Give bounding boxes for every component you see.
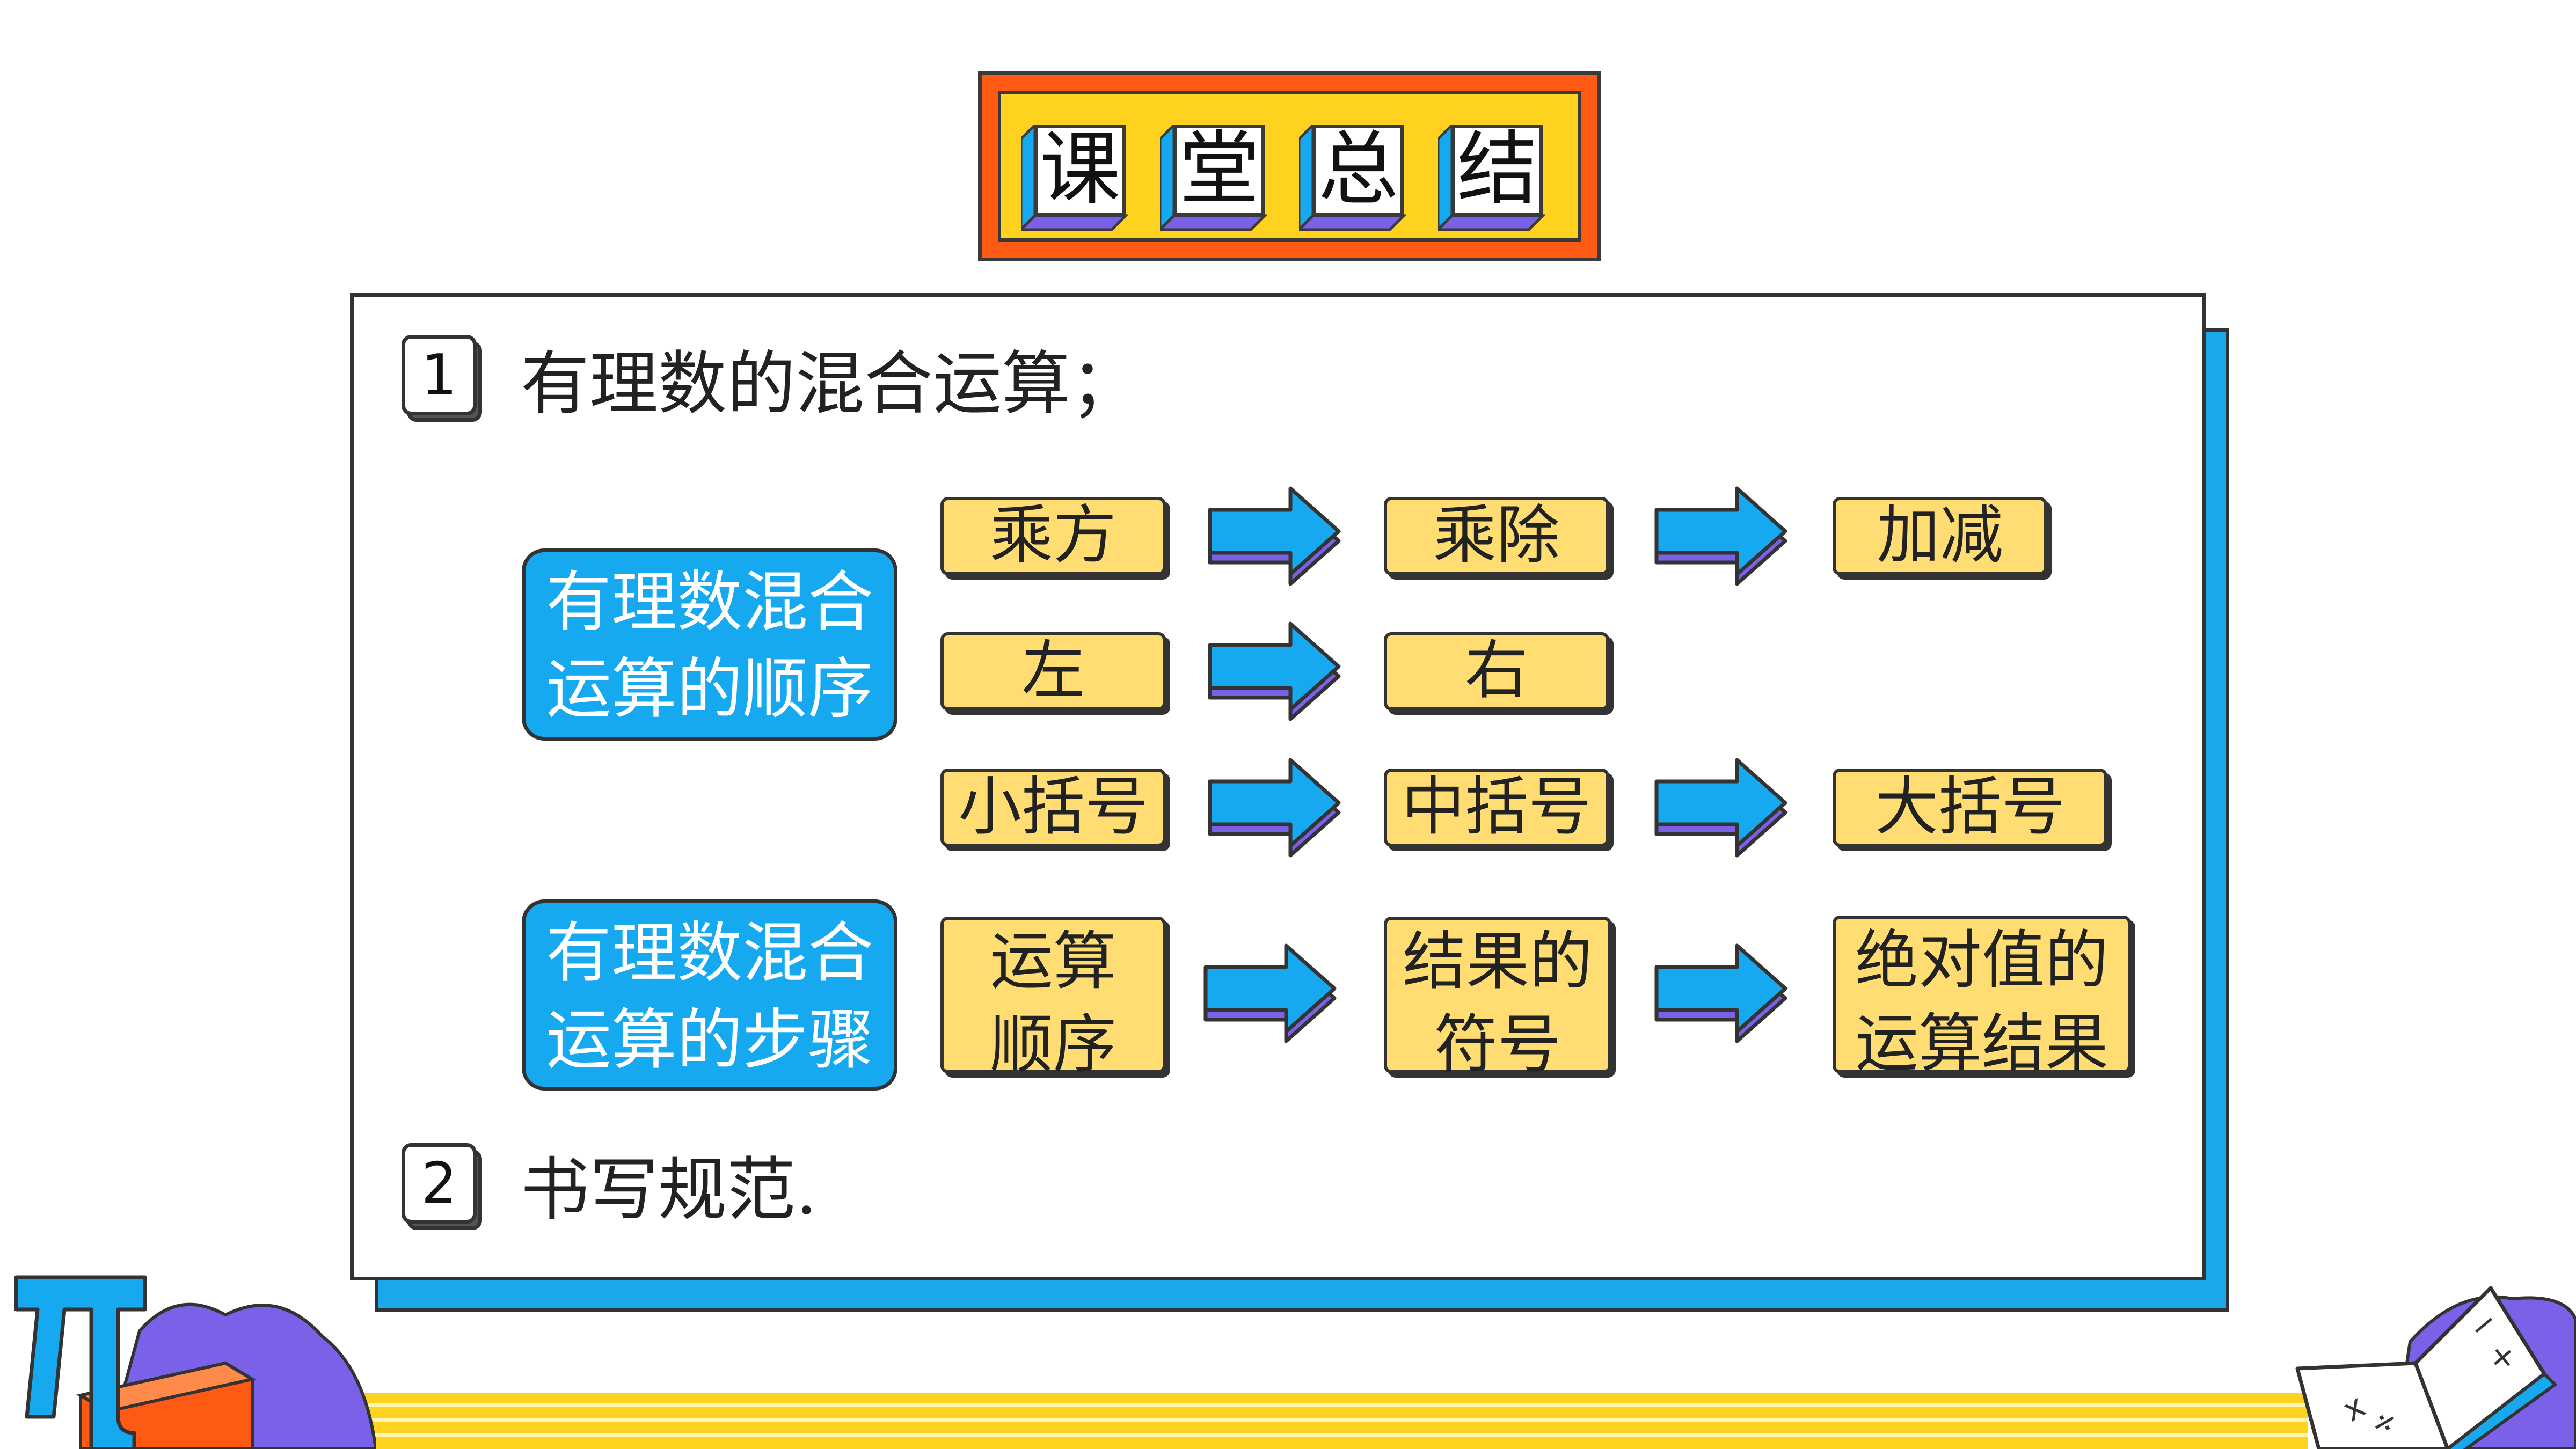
box-absolute-value-result: 绝对值的 运算结果 bbox=[1833, 916, 2131, 1080]
section-heading-2: 书写规范. bbox=[521, 1150, 818, 1230]
section-number-1: 1 bbox=[402, 335, 482, 422]
box-right: 右 bbox=[1384, 632, 1609, 711]
box-left: 左 bbox=[940, 632, 1166, 711]
box-add-subtract: 加减 bbox=[1833, 497, 2047, 575]
title-block-shade bbox=[1299, 125, 1406, 232]
box-braces: 大括号 bbox=[1833, 769, 2107, 847]
arrow-right-icon bbox=[1208, 758, 1341, 858]
title-inner: 课 堂 总 结 bbox=[998, 91, 1581, 241]
title-char-1: 课 bbox=[1021, 125, 1128, 232]
box-brackets: 中括号 bbox=[1384, 769, 1609, 847]
title-char-2: 堂 bbox=[1160, 125, 1267, 232]
title-frame: 课 堂 总 结 bbox=[978, 71, 1601, 261]
pi-decoration bbox=[14, 1275, 376, 1449]
arrow-right-icon bbox=[1208, 621, 1341, 721]
title-char-4: 结 bbox=[1438, 125, 1545, 232]
arrow-right-icon bbox=[1654, 486, 1787, 586]
title-block-shade bbox=[1021, 125, 1128, 232]
title-block-shade bbox=[1160, 125, 1267, 232]
steps-label: 有理数混合 运算的步骤 bbox=[522, 899, 897, 1091]
arrow-right-icon bbox=[1654, 758, 1787, 858]
section-number-2: 2 bbox=[402, 1143, 482, 1230]
order-label: 有理数混合 运算的顺序 bbox=[522, 548, 897, 741]
section-heading-1: 有理数的混合运算； bbox=[521, 344, 1140, 424]
ground-strip bbox=[333, 1393, 2308, 1449]
box-result-sign: 结果的 符号 bbox=[1384, 917, 1611, 1081]
arrow-right-icon bbox=[1203, 943, 1337, 1043]
book-icon: x ÷ − + bbox=[2295, 1286, 2576, 1449]
arrow-right-icon bbox=[1208, 486, 1341, 586]
title-char-3: 总 bbox=[1299, 125, 1406, 232]
box-parentheses: 小括号 bbox=[940, 769, 1166, 847]
arrow-right-icon bbox=[1654, 943, 1787, 1043]
box-multiply-divide: 乘除 bbox=[1384, 497, 1609, 575]
box-operation-order: 运算 顺序 bbox=[940, 917, 1166, 1081]
title-block-shade bbox=[1438, 125, 1545, 232]
box-power: 乘方 bbox=[940, 497, 1166, 575]
